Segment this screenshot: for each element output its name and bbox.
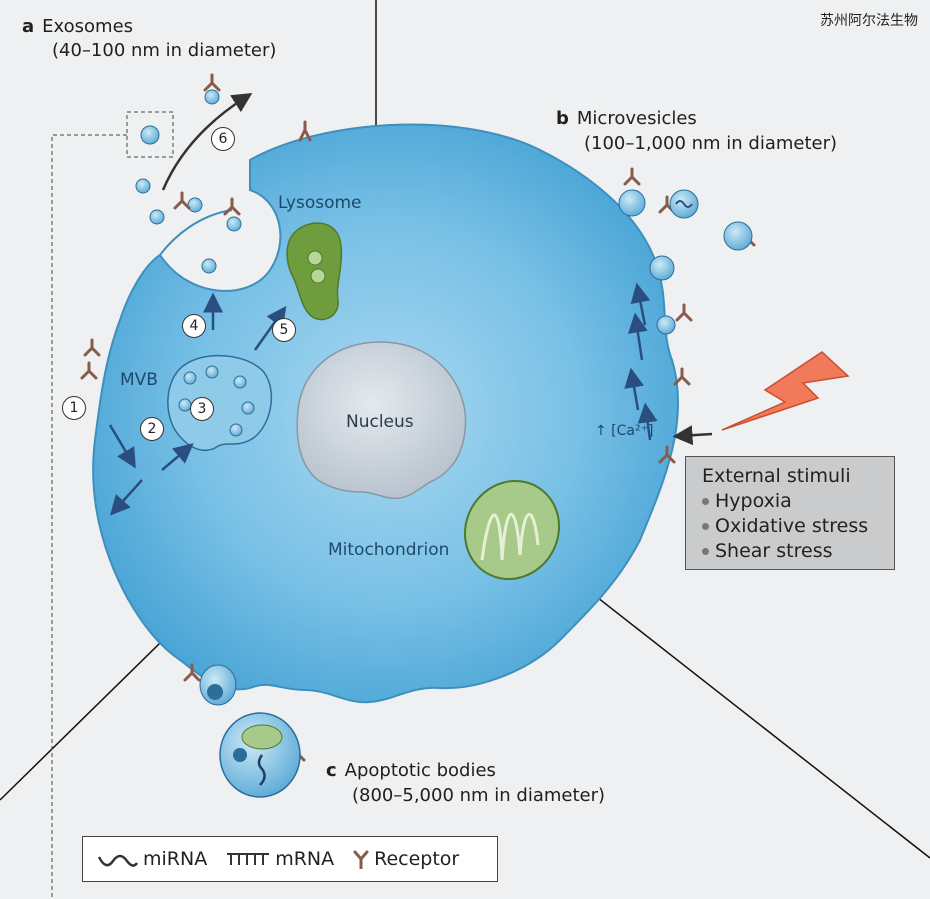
exosome-vesicles: [135, 89, 242, 274]
dashed-path: [51, 134, 127, 899]
stimulus-item: Oxidative stress: [702, 514, 894, 539]
legend-receptor: Receptor: [352, 848, 459, 870]
lightning-icon: [721, 351, 850, 431]
panel-b-subtitle: (100–1,000 nm in diameter): [584, 133, 838, 154]
step-4: 4: [182, 314, 206, 338]
panel-c-letter: c: [326, 760, 337, 781]
apoptotic-bodies: [199, 664, 301, 798]
step-5: 5: [272, 318, 296, 342]
stimulus-hypoxia: Hypoxia: [715, 490, 792, 512]
watermark: 苏州阿尔法生物: [820, 13, 918, 29]
pathway-arrows: [108, 282, 658, 516]
panel-c-title: c Apoptotic bodies: [326, 760, 496, 782]
microvesicles: [618, 189, 753, 335]
stimulus-oxidative: Oxidative stress: [715, 515, 869, 537]
legend-mirna-label: miRNA: [143, 848, 208, 870]
receptor-icon: [353, 850, 369, 869]
release-arrow: [161, 92, 253, 191]
lysosome-label: Lysosome: [278, 193, 362, 213]
nucleus: [296, 341, 467, 500]
legend-mrna-label: mRNA: [275, 848, 335, 870]
legend-mirna: miRNA: [97, 848, 207, 870]
panel-a-heading: Exosomes: [42, 16, 134, 37]
panel-a-subtitle: (40–100 nm in diameter): [52, 40, 277, 61]
legend: miRNA mRNA Receptor: [82, 836, 498, 882]
panel-b-title: b Microvesicles: [556, 108, 697, 130]
step-6: 6: [211, 127, 235, 151]
bullet-icon: [702, 498, 709, 505]
mitochondrion-label: Mitochondrion: [328, 540, 450, 560]
mirna-icon: [97, 854, 139, 867]
bullet-icon: [702, 548, 709, 555]
panel-c-subtitle: (800–5,000 nm in diameter): [352, 785, 606, 806]
legend-mrna: mRNA: [225, 848, 334, 870]
external-stimuli-title: External stimuli: [702, 465, 851, 487]
external-stimuli-box: External stimuli Hypoxia Oxidative stres…: [685, 456, 895, 570]
stimuli-arrow: [672, 425, 713, 446]
bullet-icon: [702, 523, 709, 530]
step-3: 3: [190, 397, 214, 421]
step-2: 2: [140, 417, 164, 441]
panel-b-heading: Microvesicles: [576, 108, 697, 129]
mvb-label: MVB: [120, 370, 158, 390]
legend-receptor-label: Receptor: [374, 848, 460, 870]
dashed-box: [126, 111, 174, 158]
panel-c-heading: Apoptotic bodies: [344, 760, 496, 781]
calcium-label: ↑ [Ca²⁺]: [595, 423, 654, 439]
stimulus-shear: Shear stress: [715, 540, 833, 562]
panel-b-letter: b: [556, 108, 569, 129]
step-1: 1: [62, 396, 86, 420]
stimulus-item: Shear stress: [702, 539, 894, 564]
mvb: [167, 354, 273, 451]
mrna-icon: [227, 853, 270, 865]
panel-a-letter: a: [22, 16, 35, 37]
mitochondrion: [463, 479, 561, 581]
panel-a-title: a Exosomes: [22, 16, 133, 38]
stimulus-item: Hypoxia: [702, 489, 894, 514]
nucleus-label: Nucleus: [346, 412, 414, 432]
